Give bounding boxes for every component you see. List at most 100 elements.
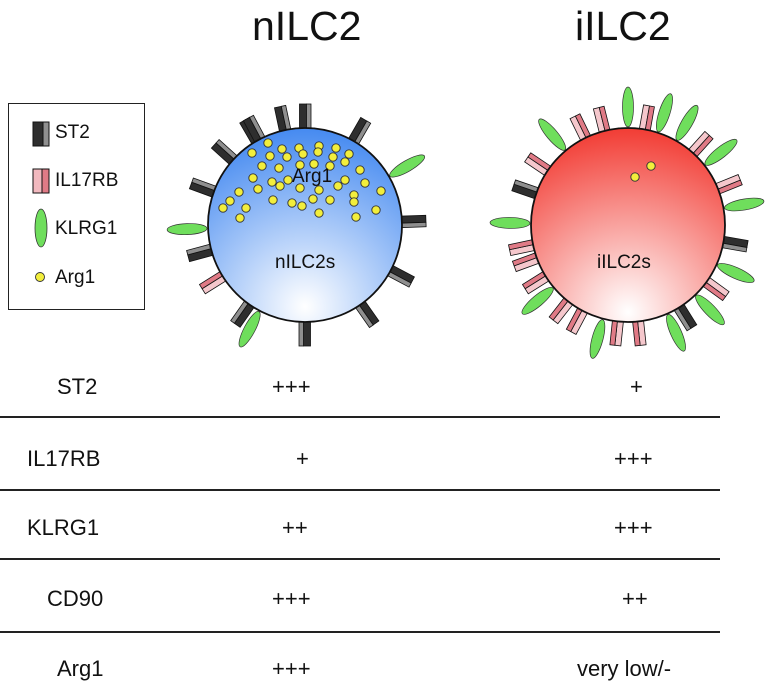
iilc2-column-title: iILC2 xyxy=(575,3,671,49)
arg1-granule xyxy=(297,201,307,211)
iilc2-cell-body xyxy=(530,127,726,323)
klrg1-receptor xyxy=(695,294,725,326)
arg1-granule xyxy=(234,187,244,197)
klrg1-receptor xyxy=(675,104,699,141)
arg1-granule xyxy=(328,152,338,162)
row-label-il17rb: IL17RB xyxy=(27,446,101,471)
klrg1-receptor xyxy=(717,263,755,283)
iilc2-surface-receptors xyxy=(489,86,765,359)
klrg1-receptor xyxy=(704,138,738,166)
il17rb-receptor xyxy=(524,152,553,177)
il17rb-receptor xyxy=(508,238,537,257)
nilc2-arg1-granules xyxy=(218,138,386,223)
arg1-granule xyxy=(340,175,350,185)
il17rb-receptor xyxy=(638,104,655,133)
klrg1-receptor-icon xyxy=(34,208,48,248)
arg1-granule-icon xyxy=(35,272,45,282)
arg1-granule xyxy=(344,149,354,159)
iilc2-cell-name: iILC2s xyxy=(597,252,651,273)
nilc2-granule-label: Arg1 xyxy=(292,166,333,187)
arg1-granule xyxy=(295,160,305,170)
arg1-granule xyxy=(314,185,324,195)
arg1-granule xyxy=(241,203,251,213)
klrg1-receptor xyxy=(666,314,686,352)
row-value-iilc2: very low/- xyxy=(577,656,672,681)
arg1-granule xyxy=(298,149,308,159)
arg1-granule xyxy=(253,184,263,194)
klrg1-receptor xyxy=(389,154,426,178)
klrg1-receptor xyxy=(489,217,531,229)
legend-label-arg1: Arg1 xyxy=(55,267,96,288)
row-value-nilc2: + xyxy=(296,446,309,471)
arg1-granule xyxy=(295,183,305,193)
arg1-granule xyxy=(218,203,228,213)
klrg1-receptor xyxy=(724,197,765,212)
arg1-granule xyxy=(274,163,284,173)
arg1-granule xyxy=(646,161,656,171)
arg1-granule xyxy=(283,175,293,185)
klrg1-receptor xyxy=(166,223,208,236)
arg1-granule xyxy=(282,152,292,162)
arg1-granule xyxy=(277,144,287,154)
legend: ST2 IL17RB KLRG1 Arg1 xyxy=(8,103,145,310)
arg1-granule xyxy=(360,178,370,188)
legend-icons xyxy=(32,121,50,282)
row-label-arg1: Arg1 xyxy=(57,656,104,681)
arg1-granule xyxy=(331,143,341,153)
st2-receptor xyxy=(298,319,311,347)
arg1-granule xyxy=(333,181,343,191)
cell-illustrations xyxy=(166,86,765,359)
arg1-granule xyxy=(263,138,273,148)
il17rb-receptor xyxy=(198,270,228,295)
arg1-granule xyxy=(630,172,640,182)
row-value-iilc2: +++ xyxy=(614,446,653,471)
row-value-iilc2: +++ xyxy=(614,515,653,540)
iilc2-arg1-granules xyxy=(630,161,656,182)
klrg1-receptor xyxy=(656,93,673,133)
arg1-granule xyxy=(267,177,277,187)
st2-receptor xyxy=(186,243,216,263)
st2-receptor xyxy=(210,139,239,167)
il17rb-receptor-icon xyxy=(32,168,50,194)
arg1-granule xyxy=(225,196,235,206)
row-value-iilc2: ++ xyxy=(622,586,648,611)
arg1-granule xyxy=(351,212,361,222)
table-divider xyxy=(0,416,720,418)
arg1-granule xyxy=(376,186,386,196)
arg1-granule xyxy=(325,195,335,205)
st2-receptor xyxy=(299,103,312,131)
klrg1-receptor xyxy=(622,86,634,128)
arg1-granule xyxy=(325,161,335,171)
arg1-granule xyxy=(248,173,258,183)
table-divider xyxy=(0,631,720,633)
arg1-granule xyxy=(340,157,350,167)
nilc2-surface-receptors xyxy=(166,103,427,348)
arg1-granule xyxy=(371,205,381,215)
st2-receptor-icon xyxy=(32,121,50,147)
row-value-nilc2: ++ xyxy=(282,515,308,540)
arg1-granule xyxy=(349,197,359,207)
arg1-granule xyxy=(275,181,285,191)
row-value-iilc2: + xyxy=(630,374,643,399)
arg1-granule xyxy=(308,194,318,204)
row-value-nilc2: +++ xyxy=(272,656,311,681)
arg1-granule xyxy=(235,213,245,223)
arg1-granule xyxy=(268,195,278,205)
row-label-cd90: CD90 xyxy=(47,586,104,611)
arg1-granule xyxy=(355,165,365,175)
legend-label-st2: ST2 xyxy=(55,122,90,143)
table-divider xyxy=(0,558,720,560)
legend-label-il17rb: IL17RB xyxy=(55,170,119,191)
row-label-klrg1: KLRG1 xyxy=(27,515,100,540)
arg1-granule xyxy=(309,159,319,169)
st2-receptor xyxy=(347,116,372,147)
arg1-granule xyxy=(287,198,297,208)
klrg1-receptor xyxy=(538,118,567,151)
il17rb-receptor xyxy=(609,318,624,347)
klrg1-receptor xyxy=(521,286,554,315)
table-divider xyxy=(0,489,720,491)
nilc2-cell-name: nILC2s xyxy=(275,252,336,273)
arg1-granule xyxy=(247,148,257,158)
row-value-nilc2: +++ xyxy=(272,374,311,399)
legend-label-klrg1: KLRG1 xyxy=(55,218,118,239)
